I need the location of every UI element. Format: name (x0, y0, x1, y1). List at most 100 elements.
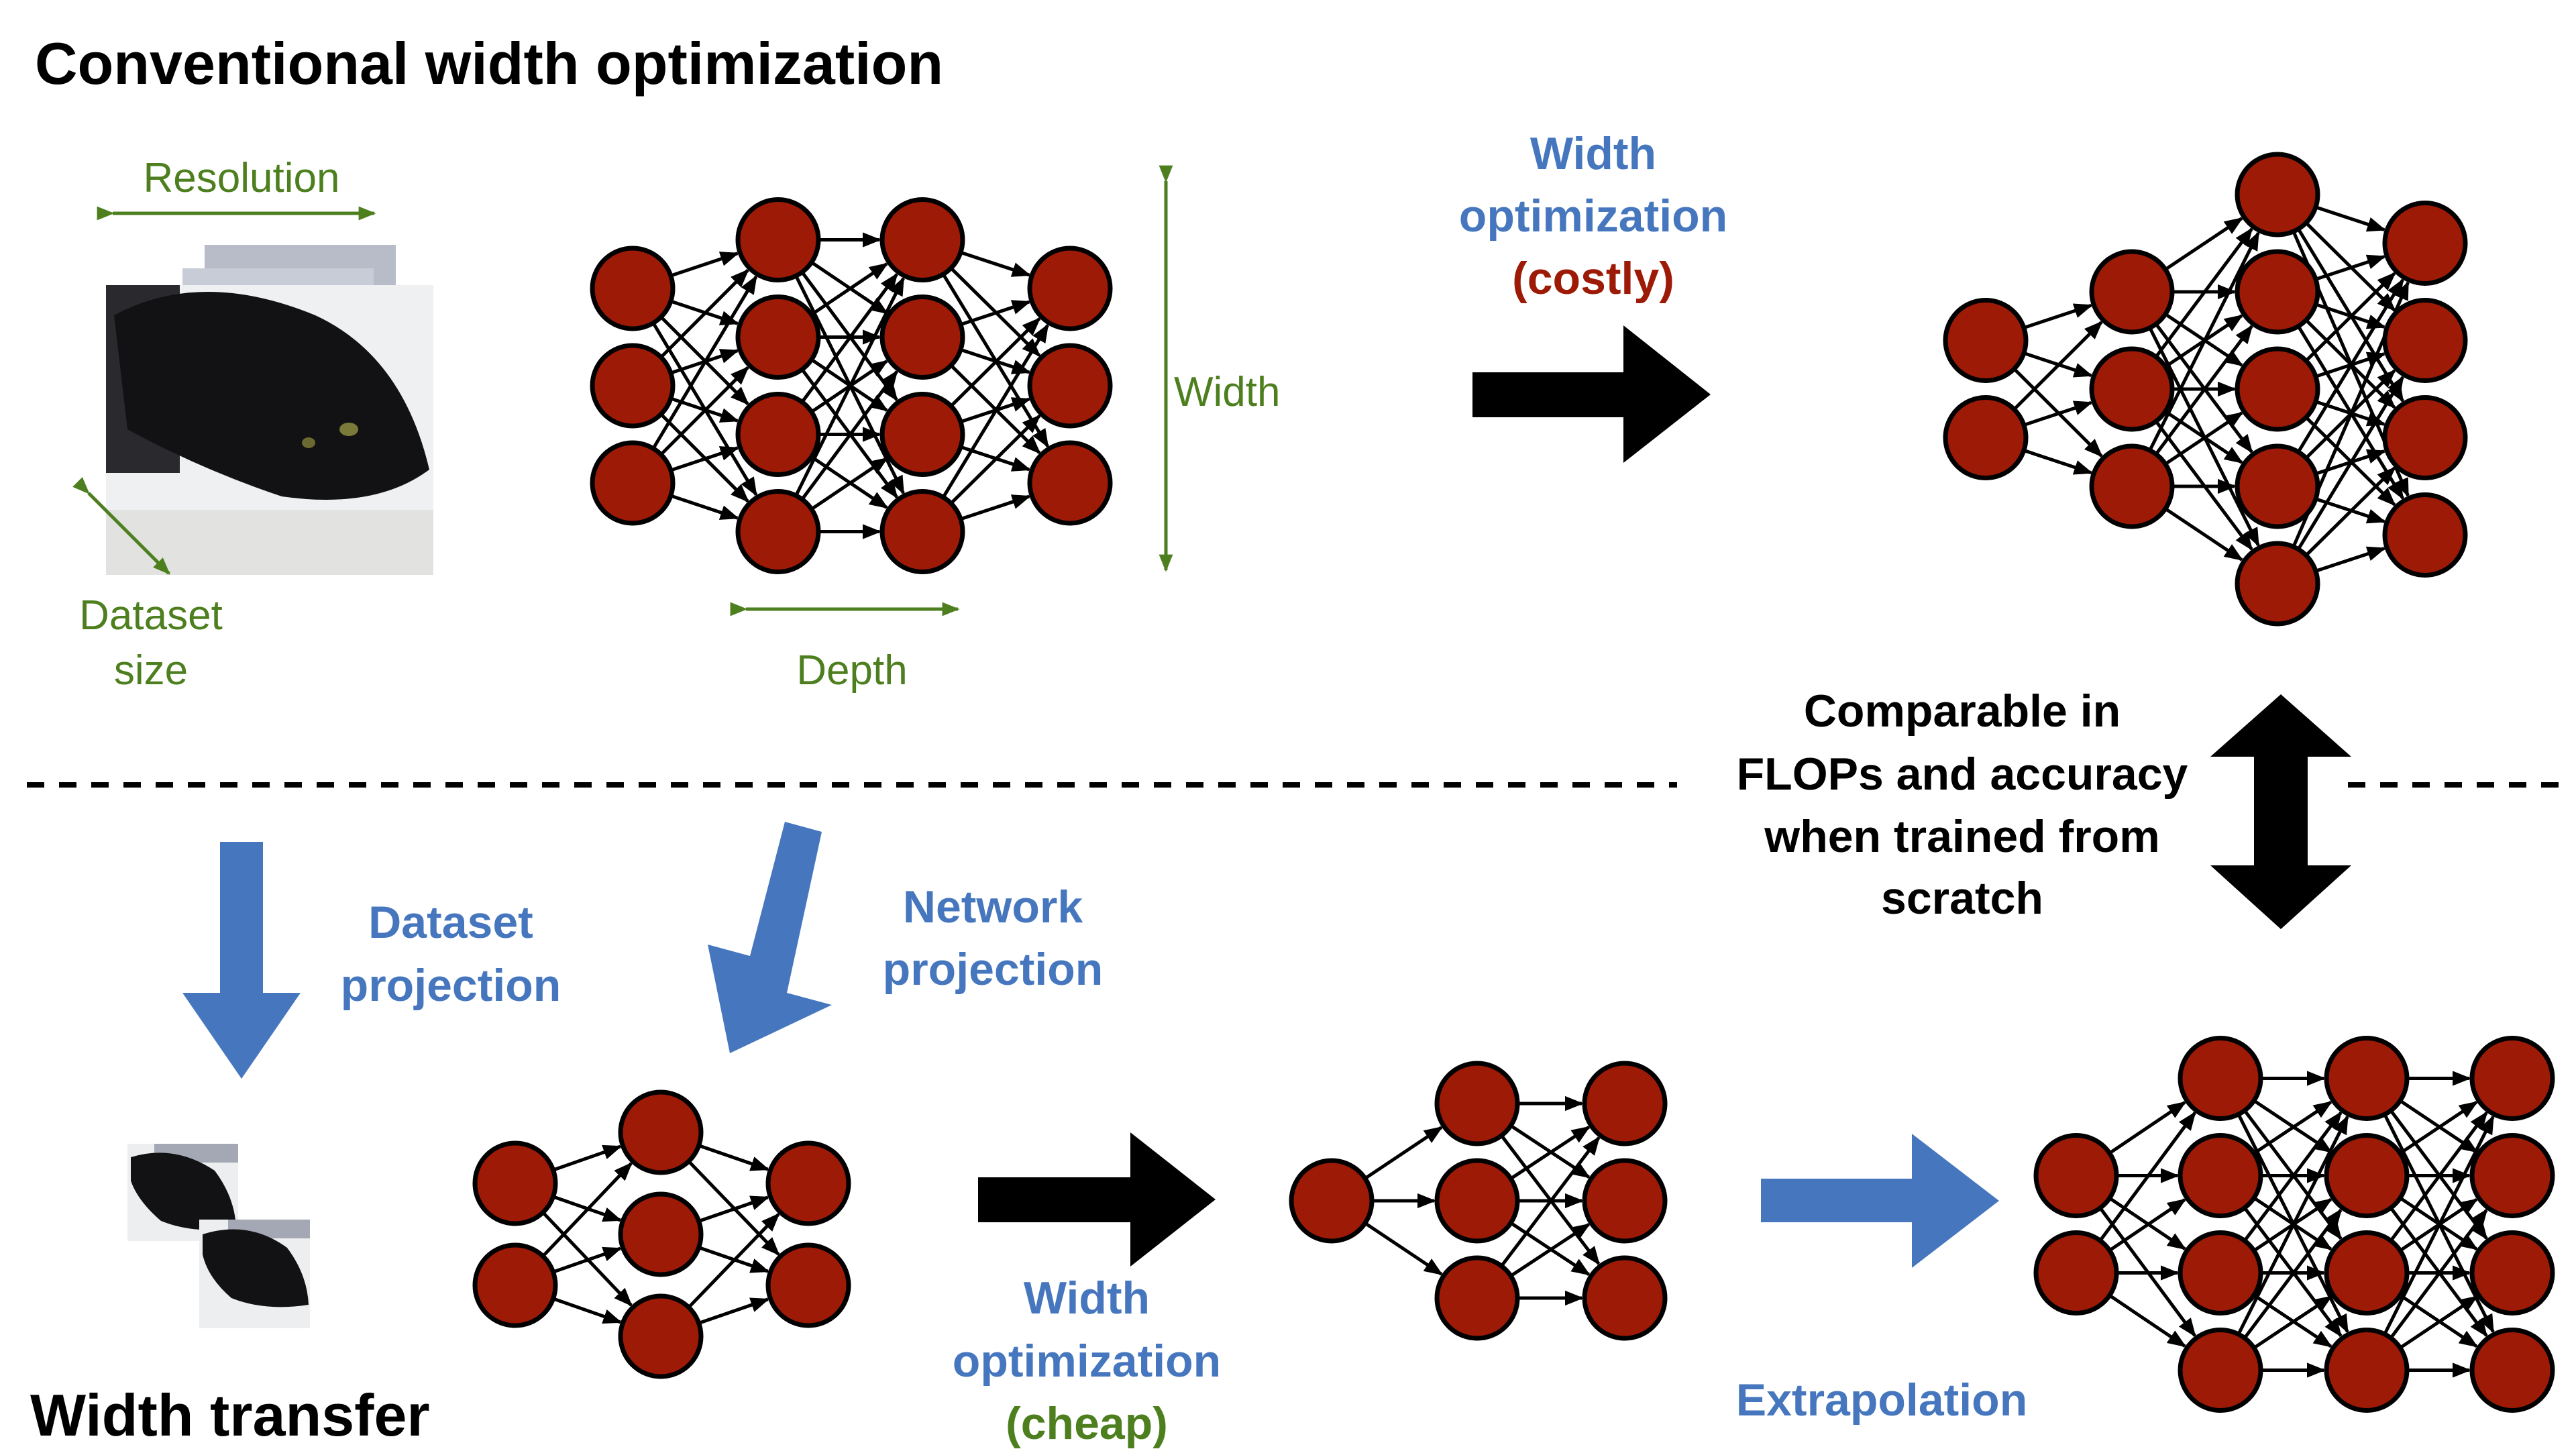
network-node (765, 1242, 851, 1328)
bottom-title: Width transfer (30, 1382, 430, 1448)
network-edge (651, 275, 758, 449)
network-edge (2304, 466, 2396, 557)
optimized-network-costly (1943, 152, 2468, 627)
network-edge (687, 1213, 780, 1309)
network-edge (2296, 278, 2404, 453)
network-node (2469, 1133, 2555, 1218)
network-edge (2243, 1208, 2343, 1340)
network-node (1289, 1158, 1375, 1244)
network-node (2324, 1133, 2410, 1218)
network-projection-label-1: Network (903, 881, 1083, 932)
network-node (2382, 201, 2468, 286)
width-label: Width (1174, 369, 1280, 415)
network-node (2382, 298, 2468, 383)
network-edge (541, 1162, 633, 1258)
network-node (2178, 1230, 2263, 1316)
projected-image-stack (127, 1144, 310, 1328)
network-edge (2108, 1101, 2187, 1155)
comparable-double-arrow (2210, 694, 2351, 929)
network-node (1434, 1061, 1520, 1146)
network-edge (2315, 205, 2386, 232)
top-title: Conventional width optimization (35, 30, 943, 97)
network-edge (659, 366, 749, 456)
network-node (1027, 440, 1113, 526)
network-projection-label-2: projection (883, 944, 1104, 995)
network-node (2089, 249, 2175, 335)
network-edge (2399, 1295, 2479, 1350)
network-edge (2148, 231, 2260, 451)
network-node (472, 1242, 558, 1328)
network-edge (2098, 1111, 2196, 1242)
network-edge (2315, 546, 2386, 573)
network-edge (2243, 1111, 2343, 1242)
costly-label-3: (costly) (1512, 253, 1674, 304)
network-node (618, 1293, 704, 1379)
costly-label-1: Width (1530, 128, 1656, 179)
network-edge (800, 370, 898, 500)
network-edge (2023, 400, 2093, 427)
network-edge (670, 494, 739, 520)
dataset-projection-label-2: projection (341, 960, 561, 1011)
network-node (2178, 1328, 2263, 1413)
network-edge (2164, 217, 2244, 271)
network-node (735, 294, 821, 380)
dataset-image-stack (106, 245, 433, 575)
network-edge (1364, 1222, 1444, 1276)
network-node (2235, 443, 2320, 529)
comparison-line-2: FLOPs and accuracy (1737, 749, 2188, 800)
network-node (2235, 152, 2320, 237)
network-edge (698, 1144, 770, 1171)
network-edge (960, 300, 1031, 327)
network-node (2382, 395, 2468, 480)
network-edge (1509, 1223, 1591, 1278)
dataset-size-label-1: Dataset (79, 592, 223, 639)
extrapolated-network (2033, 1036, 2555, 1413)
black-cat-photo (114, 292, 429, 500)
dataset-size-label-2: size (114, 647, 188, 694)
network-edge (2237, 1115, 2349, 1335)
network-node (2324, 1328, 2410, 1413)
network-edge (2383, 1115, 2495, 1335)
network-node (1943, 298, 2029, 383)
network-node (879, 392, 965, 477)
costly-label-2: optimization (1459, 191, 1727, 241)
network-edge (1364, 1126, 1444, 1180)
network-node (735, 489, 821, 574)
network-edge (2315, 254, 2386, 281)
depth-label: Depth (796, 647, 907, 694)
network-node (2033, 1133, 2119, 1218)
network-node (1434, 1255, 1520, 1341)
network-edge (2164, 507, 2244, 561)
costly-arrow (1472, 325, 1711, 463)
network-edge (698, 1297, 770, 1325)
network-edge (1509, 1126, 1591, 1181)
network-node (765, 1140, 851, 1226)
network-node (618, 1089, 704, 1175)
comparison-line-1: Comparable in (1804, 686, 2121, 737)
network-node (2089, 346, 2175, 432)
network-edge (800, 272, 898, 403)
network-edge (941, 323, 1049, 498)
network-edge (2023, 449, 2093, 475)
comparison-line-4: scratch (1881, 873, 2043, 924)
network-node (1027, 343, 1113, 429)
network-edge (2164, 411, 2244, 466)
network-node (735, 197, 821, 282)
network-node (2235, 346, 2320, 432)
network-node (590, 440, 676, 526)
network-node (618, 1191, 704, 1277)
network-node (590, 246, 676, 331)
cheap-arrow (978, 1132, 1216, 1267)
projected-network (472, 1089, 851, 1379)
network-node (879, 294, 965, 380)
network-node (879, 197, 965, 282)
network-edge (2253, 1295, 2333, 1350)
network-edge (794, 276, 905, 496)
cat-photo-main (106, 285, 433, 575)
network-edge (2154, 325, 2253, 455)
network-node (2382, 492, 2468, 578)
network-edge (2304, 272, 2396, 362)
network-node (2178, 1133, 2263, 1218)
network-edge (2154, 227, 2253, 358)
